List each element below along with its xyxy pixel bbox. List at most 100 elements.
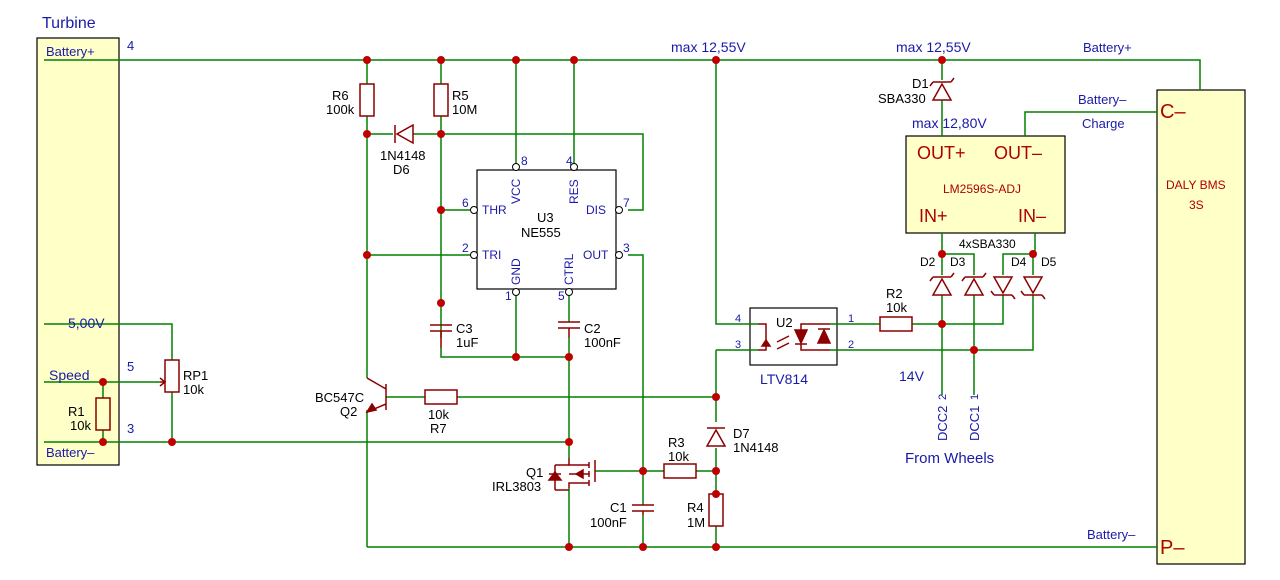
diode-d7-symbol [705, 427, 727, 447]
resistor-r4-body [708, 493, 724, 527]
c2-ref: C2 [584, 321, 601, 336]
resistor-r7-body [424, 389, 458, 405]
rp1-ref: RP1 [183, 368, 208, 383]
r1-ref: R1 [68, 404, 85, 419]
turbine-pin-3-number: 3 [127, 421, 134, 436]
r7-value: 10k [428, 407, 449, 422]
net-dcc2: DCC2 [935, 406, 950, 441]
diode-d4-symbol [990, 276, 1016, 300]
r7-ref: R7 [430, 421, 447, 436]
r3-ref: R3 [668, 435, 685, 450]
resistor-r3-body [663, 463, 697, 479]
lm2596-in-plus: IN+ [919, 206, 948, 226]
u2-pin-4-number: 4 [735, 313, 741, 325]
ne555-value: NE555 [521, 225, 561, 240]
r5-value: 10M [452, 102, 477, 117]
c3-ref: C3 [456, 321, 473, 336]
u2-ref: U2 [776, 315, 793, 330]
resistor-r6-body [359, 83, 375, 117]
c3-value: 1uF [456, 335, 478, 350]
net-battery-plus-right: Battery+ [1083, 40, 1132, 55]
q2-value: BC547C [315, 390, 364, 405]
ne555-pin-res: RES [567, 179, 581, 204]
capacitor-c1-symbol [632, 504, 654, 515]
net-charge: Charge [1082, 116, 1125, 131]
diode-d3-symbol [961, 272, 987, 296]
rp1-value: 10k [183, 382, 204, 397]
resistor-r5-body [433, 83, 449, 117]
potentiometer-wiper-arrow [159, 377, 167, 387]
r3-value: 10k [668, 449, 689, 464]
c1-value: 100nF [590, 515, 627, 530]
d5-ref: D5 [1041, 255, 1057, 269]
d6-value: 1N4148 [380, 148, 426, 163]
lm2596-name: LM2596S-ADJ [943, 182, 1021, 196]
q1-ref: Q1 [526, 465, 543, 480]
bms-title-line1: DALY BMS [1166, 178, 1226, 192]
turbine-pin-5v: 5,00V [68, 315, 105, 331]
r6-ref: R6 [332, 88, 349, 103]
r2-ref: R2 [886, 286, 903, 301]
ne555-body [476, 169, 617, 290]
potentiometer-rp1-body [164, 359, 180, 393]
c1-ref: C1 [610, 500, 627, 515]
turbine-module [36, 37, 120, 466]
r1-value: 10k [70, 418, 91, 433]
ltv814-internals [758, 323, 832, 351]
net-from-wheels: From Wheels [905, 450, 994, 467]
transistor-q2-symbol [365, 377, 387, 414]
u2-pin-2-number: 2 [848, 339, 854, 351]
lm2596-out-minus: OUT– [994, 143, 1042, 163]
net-dcc1: DCC1 [967, 406, 982, 441]
ne555-pin-5-number: 5 [558, 289, 565, 303]
junction-dots [99, 56, 1037, 551]
dcc1-pin-number: 1 [969, 394, 981, 400]
diode-d6-symbol [394, 123, 414, 145]
r5-ref: R5 [452, 88, 469, 103]
ne555-pin-gnd: GND [509, 258, 523, 285]
q1-value: IRL3803 [492, 479, 541, 494]
turbine-pin-speed: Speed [49, 367, 89, 383]
r4-ref: R4 [687, 500, 704, 515]
ne555-pin-tri: TRI [482, 248, 501, 262]
wires [44, 59, 1201, 548]
capacitor-c3-symbol [430, 324, 452, 348]
resistor-r2-body [879, 316, 913, 332]
turbine-pin-4-number: 4 [127, 38, 134, 53]
capacitor-c2-symbol [558, 321, 580, 338]
ne555-pin-dis: DIS [586, 203, 606, 217]
u2-pin-3-number: 3 [735, 339, 741, 351]
mosfet-q1-symbol [547, 458, 596, 491]
ne555-pin-out: OUT [583, 248, 609, 262]
d3-ref: D3 [950, 255, 966, 269]
u2-pin-1-number: 1 [848, 313, 854, 325]
ne555-pin-6-number: 6 [462, 196, 469, 210]
ne555-pin-7-number: 7 [623, 196, 630, 210]
d1-ref: D1 [912, 76, 929, 91]
lm2596-in-minus: IN– [1018, 206, 1046, 226]
diode-d5-symbol [1020, 276, 1046, 300]
ne555-pin-vcc: VCC [509, 178, 523, 204]
net-battery-minus-right: Battery– [1078, 92, 1127, 107]
r2-value: 10k [886, 300, 907, 315]
diode-d1-symbol [929, 77, 955, 101]
net-max-12-55v-right: max 12,55V [896, 39, 971, 55]
d1-value: SBA330 [878, 91, 926, 106]
bms-module [1156, 89, 1246, 565]
turbine-pin-battery-plus: Battery+ [46, 44, 95, 59]
net-14v: 14V [899, 368, 925, 384]
ne555-pin-3-number: 3 [623, 241, 630, 255]
r4-value: 1M [687, 515, 705, 530]
d6-ref: D6 [393, 162, 410, 177]
ne555-pin-2-number: 2 [462, 241, 469, 255]
ne555-pin-1-number: 1 [505, 289, 512, 303]
d7-ref: D7 [733, 426, 750, 441]
diode-d2-symbol [929, 272, 955, 296]
u2-value: LTV814 [760, 371, 808, 387]
q2-ref: Q2 [340, 404, 357, 419]
lm2596-out-plus: OUT+ [917, 143, 966, 163]
net-max-12-55v-left: max 12,55V [671, 39, 746, 55]
d7-value: 1N4148 [733, 440, 779, 455]
net-battery-minus-bottom: Battery– [1087, 527, 1136, 542]
